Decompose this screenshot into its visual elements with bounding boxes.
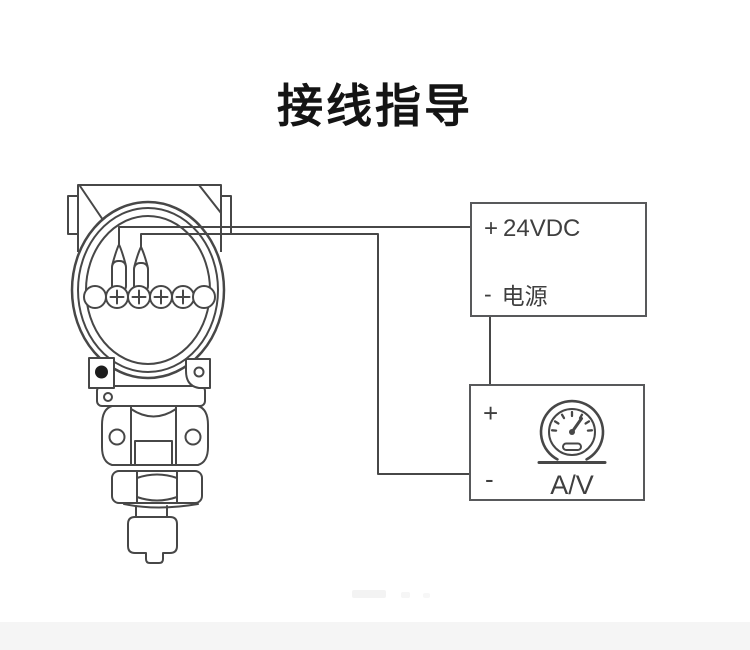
collar-screw [103, 392, 113, 402]
meter-box: + - A/V [469, 384, 645, 501]
wires [118, 226, 491, 475]
ground-lug [88, 357, 115, 389]
gauge-icon [537, 399, 607, 464]
bracket-bevel-right [198, 184, 222, 214]
hex-chamfer-bottom [136, 496, 178, 502]
power-plus-sign: + [484, 215, 499, 242]
flange-bolt-right [184, 428, 202, 446]
compression-artifact [401, 592, 410, 598]
flange-column [130, 405, 177, 466]
gauge-dial [548, 408, 596, 456]
side-plate-screw [193, 366, 205, 378]
hex-nut [111, 470, 203, 504]
bracket-right-tab [220, 195, 232, 235]
power-positive-row: + 24VDC [484, 215, 580, 243]
bracket-bevel-left [79, 185, 104, 221]
compression-artifact [423, 593, 430, 598]
page-title: 接线指导 [277, 80, 473, 132]
process-connector [127, 516, 178, 564]
gauge-ticks [550, 410, 594, 432]
power-source-label: 电源 [501, 283, 548, 309]
pressure-transmitter [67, 184, 232, 564]
flange-bolt-left [108, 428, 126, 446]
ferrule-left-tip [111, 243, 127, 265]
nut-collar [123, 503, 199, 509]
ground-screw-dot [95, 365, 108, 379]
wire-positive-to-power [118, 226, 471, 247]
hex-chamfer-top [136, 473, 178, 479]
gauge-outer-arc [539, 399, 605, 461]
power-minus-sign: - [484, 280, 492, 307]
head-middle-ring [77, 207, 219, 373]
meter-plus-sign: + [483, 398, 499, 428]
bracket-left-tab [67, 195, 79, 235]
flange-column-panel [134, 440, 173, 466]
footer-band [0, 622, 750, 650]
ferrule-right-tip [133, 246, 149, 267]
terminal-screw-slots [109, 289, 191, 305]
compression-artifact [352, 590, 386, 598]
meter-minus-sign: - [485, 464, 494, 494]
gauge-window [562, 442, 582, 451]
side-plate [185, 358, 211, 389]
power-voltage-label: 24VDC [503, 215, 581, 242]
terminal-block [83, 243, 216, 309]
meter-unit-label: A/V [550, 470, 594, 500]
power-negative-row: - 电源 [484, 277, 548, 311]
terminal-plain-right [192, 285, 216, 309]
power-supply-box: + 24VDC - 电源 [470, 202, 647, 317]
terminal-plain-left [83, 285, 107, 309]
gauge-needle-hub [569, 429, 575, 435]
wire-negative-to-meter [140, 233, 470, 475]
flange-column-curve [130, 408, 177, 418]
